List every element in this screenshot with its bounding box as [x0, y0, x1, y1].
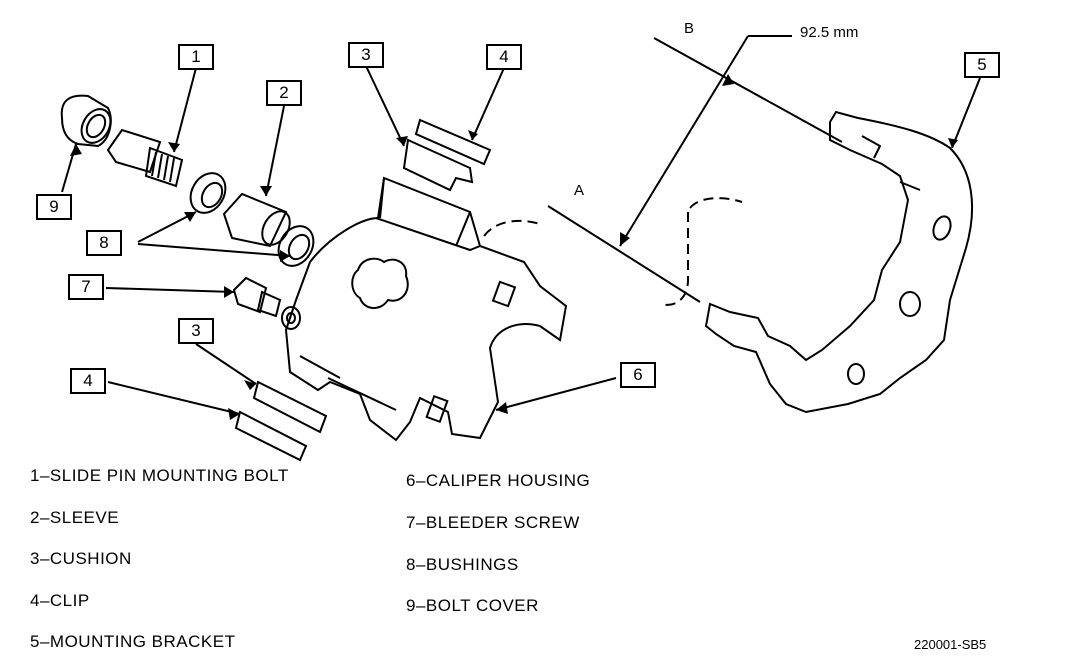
- leader-lines: [61, 65, 981, 415]
- legend-item-7: 7–BLEEDER SCREW: [406, 513, 580, 532]
- dimension-label-b: B: [684, 20, 695, 37]
- callout-2: 2: [266, 80, 302, 106]
- callout-4-upper: 4: [486, 44, 522, 70]
- figure-code: 220001-SB5: [914, 637, 987, 652]
- arrowheads: [70, 74, 958, 420]
- cushion-clip-lower-part: [234, 380, 328, 462]
- callout-9: 9: [36, 194, 72, 220]
- legend-item-3: 3–CUSHION: [30, 549, 132, 568]
- caliper-housing-part: [284, 176, 568, 442]
- legend-item-1: 1–SLIDE PIN MOUNTING BOLT: [30, 466, 289, 485]
- callout-3-upper: 3: [348, 42, 384, 68]
- cushion-clip-upper-part: [402, 118, 492, 192]
- bushing-part: [189, 172, 315, 267]
- callout-3-lower: 3: [178, 318, 214, 344]
- callout-5: 5: [964, 52, 1000, 78]
- callout-8: 8: [86, 230, 122, 256]
- bolt-cover-part: [60, 94, 112, 148]
- legend-item-2: 2–SLEEVE: [30, 508, 120, 527]
- dimension-label-a: A: [574, 182, 585, 199]
- callout-4-lower: 4: [70, 368, 106, 394]
- legend-item-6: 6–CALIPER HOUSING: [406, 471, 591, 490]
- mounting-bracket-part: [704, 110, 974, 414]
- phantom-outline: [483, 197, 743, 306]
- bleeder-screw-part: [232, 276, 301, 330]
- slide-pin-bolt-part: [106, 128, 184, 188]
- legend-item-4: 4–CLIP: [30, 591, 90, 610]
- legend-item-9: 9–BOLT COVER: [406, 596, 539, 615]
- dimension-lines: [547, 35, 843, 303]
- callout-7: 7: [68, 274, 104, 300]
- legend-item-8: 8–BUSHINGS: [406, 555, 519, 574]
- callout-1: 1: [178, 44, 214, 70]
- legend-item-5: 5–MOUNTING BRACKET: [30, 632, 236, 651]
- callout-6: 6: [620, 362, 656, 388]
- sleeve-part: [222, 192, 291, 248]
- dimension-measure: 92.5 mm: [800, 24, 859, 41]
